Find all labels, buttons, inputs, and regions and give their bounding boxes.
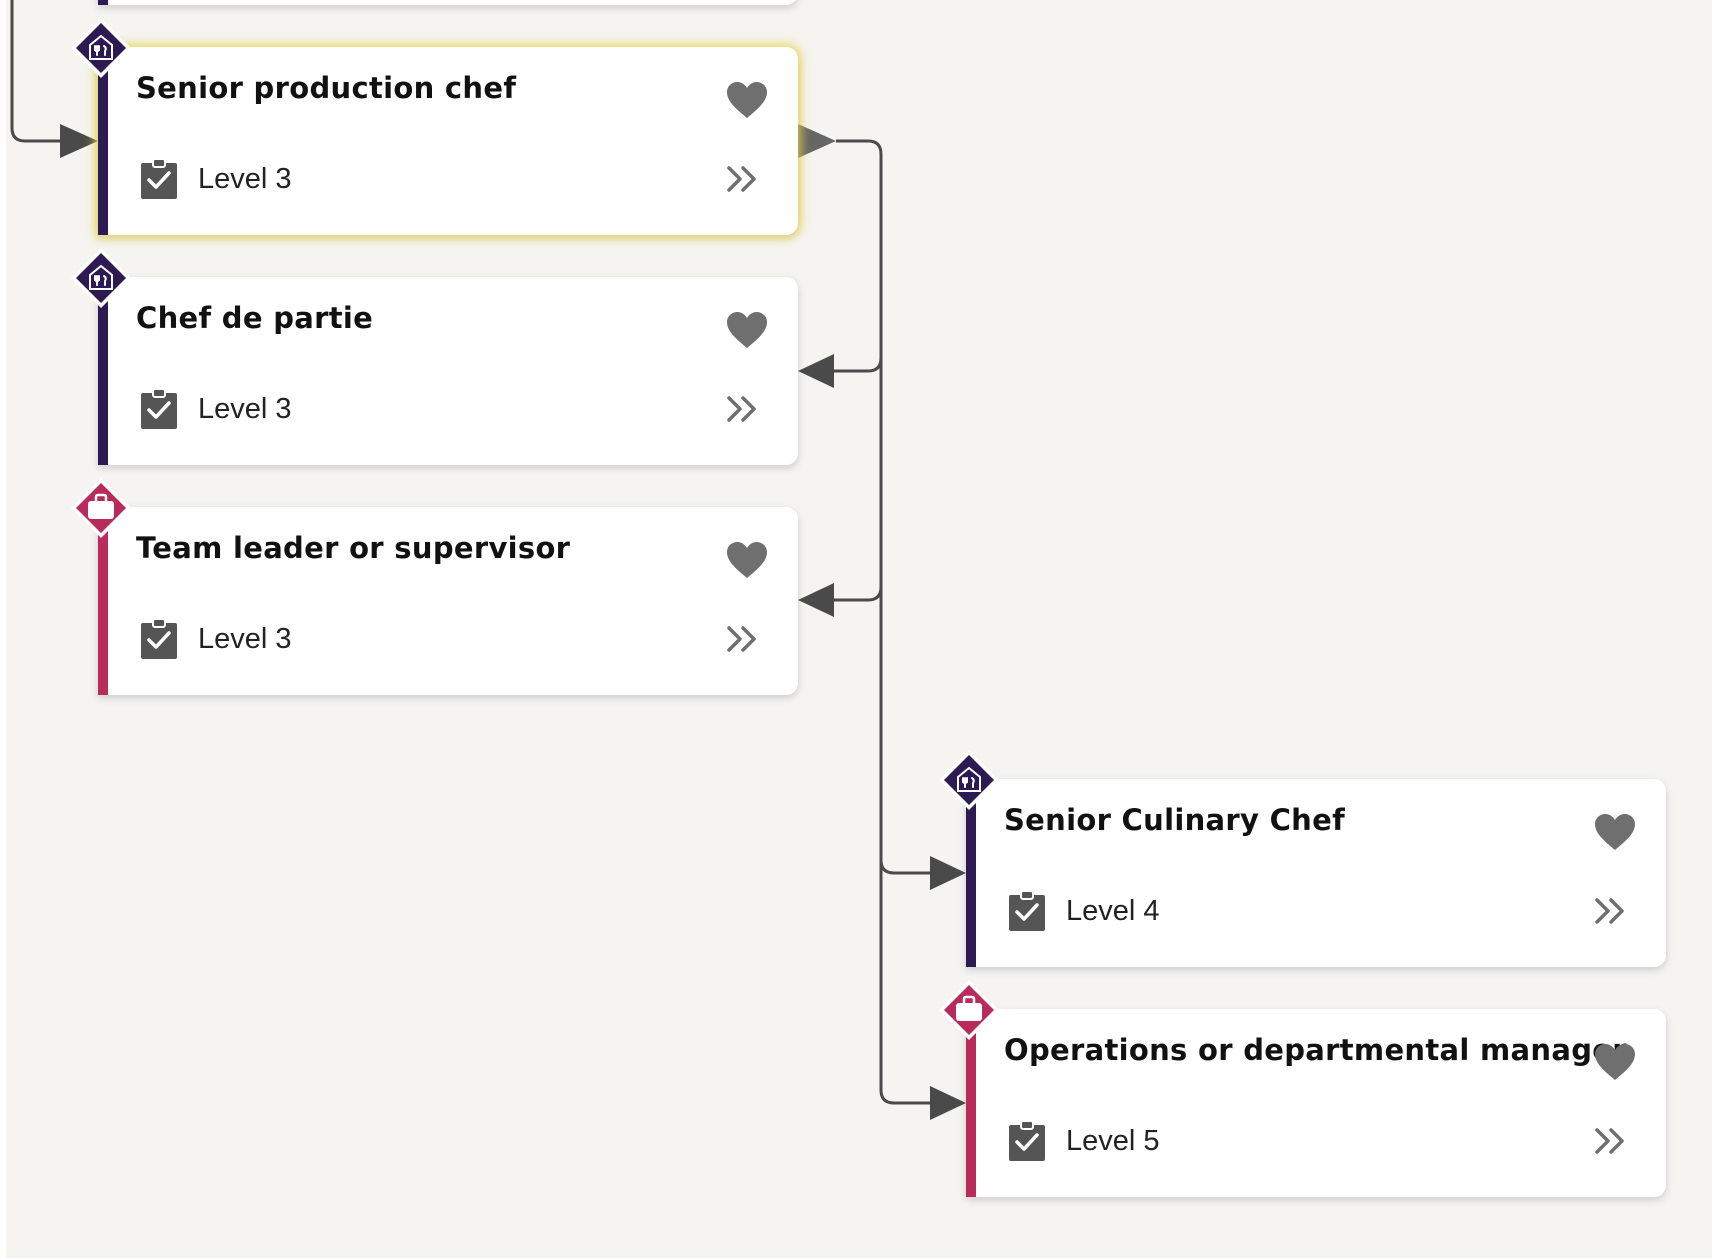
card-accent-bar bbox=[98, 47, 108, 235]
career-card-senior-production-chef[interactable]: Senior production chef Level 3 bbox=[98, 47, 798, 235]
briefcase-icon bbox=[956, 995, 982, 1021]
card-accent-bar bbox=[966, 779, 976, 967]
card-level: Level 3 bbox=[198, 393, 292, 425]
clipboard-check-icon bbox=[1009, 1120, 1045, 1161]
card-accent-bar bbox=[98, 0, 108, 5]
card-title: Chef de partie bbox=[136, 301, 374, 335]
card-title: Team leader or supervisor bbox=[136, 531, 571, 565]
double-chevron-right-icon[interactable] bbox=[726, 395, 760, 423]
card-level: Level 3 bbox=[198, 623, 292, 655]
kitchen-badge bbox=[71, 18, 131, 78]
kitchen-icon bbox=[89, 34, 113, 60]
card-title: Senior Culinary Chef bbox=[1004, 803, 1346, 837]
double-chevron-right-icon[interactable] bbox=[726, 165, 760, 193]
double-chevron-right-icon[interactable] bbox=[726, 625, 760, 653]
card-title: Operations or departmental manager bbox=[1004, 1033, 1627, 1067]
heart-icon[interactable] bbox=[726, 81, 768, 119]
heart-icon[interactable] bbox=[1594, 813, 1636, 851]
career-card-operations-or-departmental-manager[interactable]: Operations or departmental manager Level… bbox=[966, 1009, 1666, 1197]
kitchen-icon bbox=[89, 264, 113, 290]
double-chevron-right-icon[interactable] bbox=[1594, 897, 1628, 925]
career-card-chef-de-partie[interactable]: Chef de partie Level 3 bbox=[98, 277, 798, 465]
double-chevron-right-icon[interactable] bbox=[1594, 1127, 1628, 1155]
briefcase-badge bbox=[71, 478, 131, 538]
heart-icon[interactable] bbox=[1594, 1043, 1636, 1081]
kitchen-icon bbox=[957, 766, 981, 792]
career-card-senior-culinary-chef[interactable]: Senior Culinary Chef Level 4 bbox=[966, 779, 1666, 967]
heart-icon[interactable] bbox=[726, 541, 768, 579]
clipboard-check-icon bbox=[141, 618, 177, 659]
clipboard-check-icon bbox=[1009, 890, 1045, 931]
heart-icon[interactable] bbox=[726, 311, 768, 349]
clipboard-check-icon bbox=[141, 388, 177, 429]
card-level: Level 3 bbox=[198, 163, 292, 195]
card-level: Level 4 bbox=[1066, 895, 1160, 927]
canvas-bottom-edge bbox=[0, 1258, 1712, 1260]
partial-career-card[interactable] bbox=[98, 0, 798, 5]
briefcase-badge bbox=[939, 980, 999, 1040]
card-accent-bar bbox=[966, 1009, 976, 1197]
kitchen-badge bbox=[71, 248, 131, 308]
briefcase-icon bbox=[88, 493, 114, 519]
clipboard-check-icon bbox=[141, 158, 177, 199]
card-accent-bar bbox=[98, 277, 108, 465]
card-accent-bar bbox=[98, 507, 108, 695]
card-level: Level 5 bbox=[1066, 1125, 1160, 1157]
card-title: Senior production chef bbox=[136, 71, 517, 105]
kitchen-badge bbox=[939, 750, 999, 810]
career-card-team-leader-or-supervisor[interactable]: Team leader or supervisor Level 3 bbox=[98, 507, 798, 695]
